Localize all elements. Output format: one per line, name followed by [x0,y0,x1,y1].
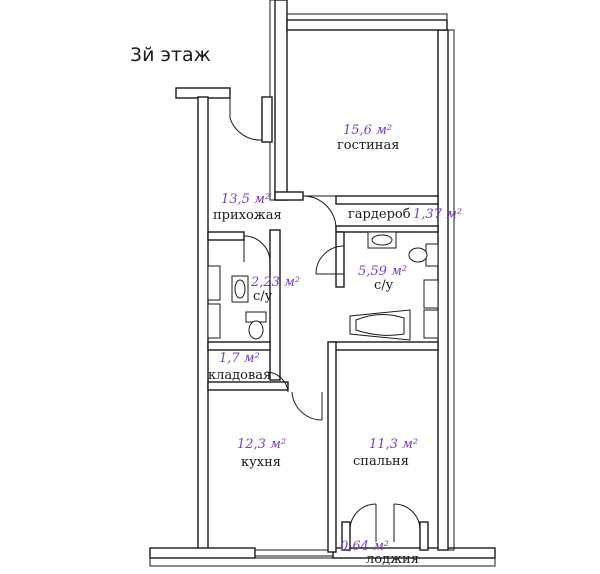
pantry-name: кладовая [208,368,271,383]
kitchen-name: кухня [241,455,281,470]
toilet-icon [425,243,439,267]
hall-name: прихожая [213,208,282,223]
hall-area: 13,5 м² [221,192,270,207]
pantry-area: 1,7 м² [219,351,260,366]
floor-title: 3й этаж [130,44,211,66]
bedroom-area: 11,3 м² [369,437,418,452]
room-labels: 15,6 м² гостиная 13,5 м² прихожая гардер… [208,123,462,567]
living-name: гостиная [337,138,399,153]
kitchen-area: 12,3 м² [237,437,286,452]
bath2-area: 5,59 м² [358,264,407,279]
bedroom-name: спальня [353,454,409,469]
bath1-area: 2,23 м² [250,275,300,290]
fixtures [207,231,439,341]
loggia-area: 0,64 м² [340,539,389,554]
bath2-name: с/у [374,278,394,293]
bath1-name: с/у [253,289,273,304]
wardrobe-area: 1,37 м² [413,207,462,222]
living-area: 15,6 м² [343,123,392,138]
inner-walls [207,195,439,553]
loggia-name: лоджия [366,552,419,567]
wardrobe-name: гардероб [348,207,411,222]
walls [149,0,496,567]
